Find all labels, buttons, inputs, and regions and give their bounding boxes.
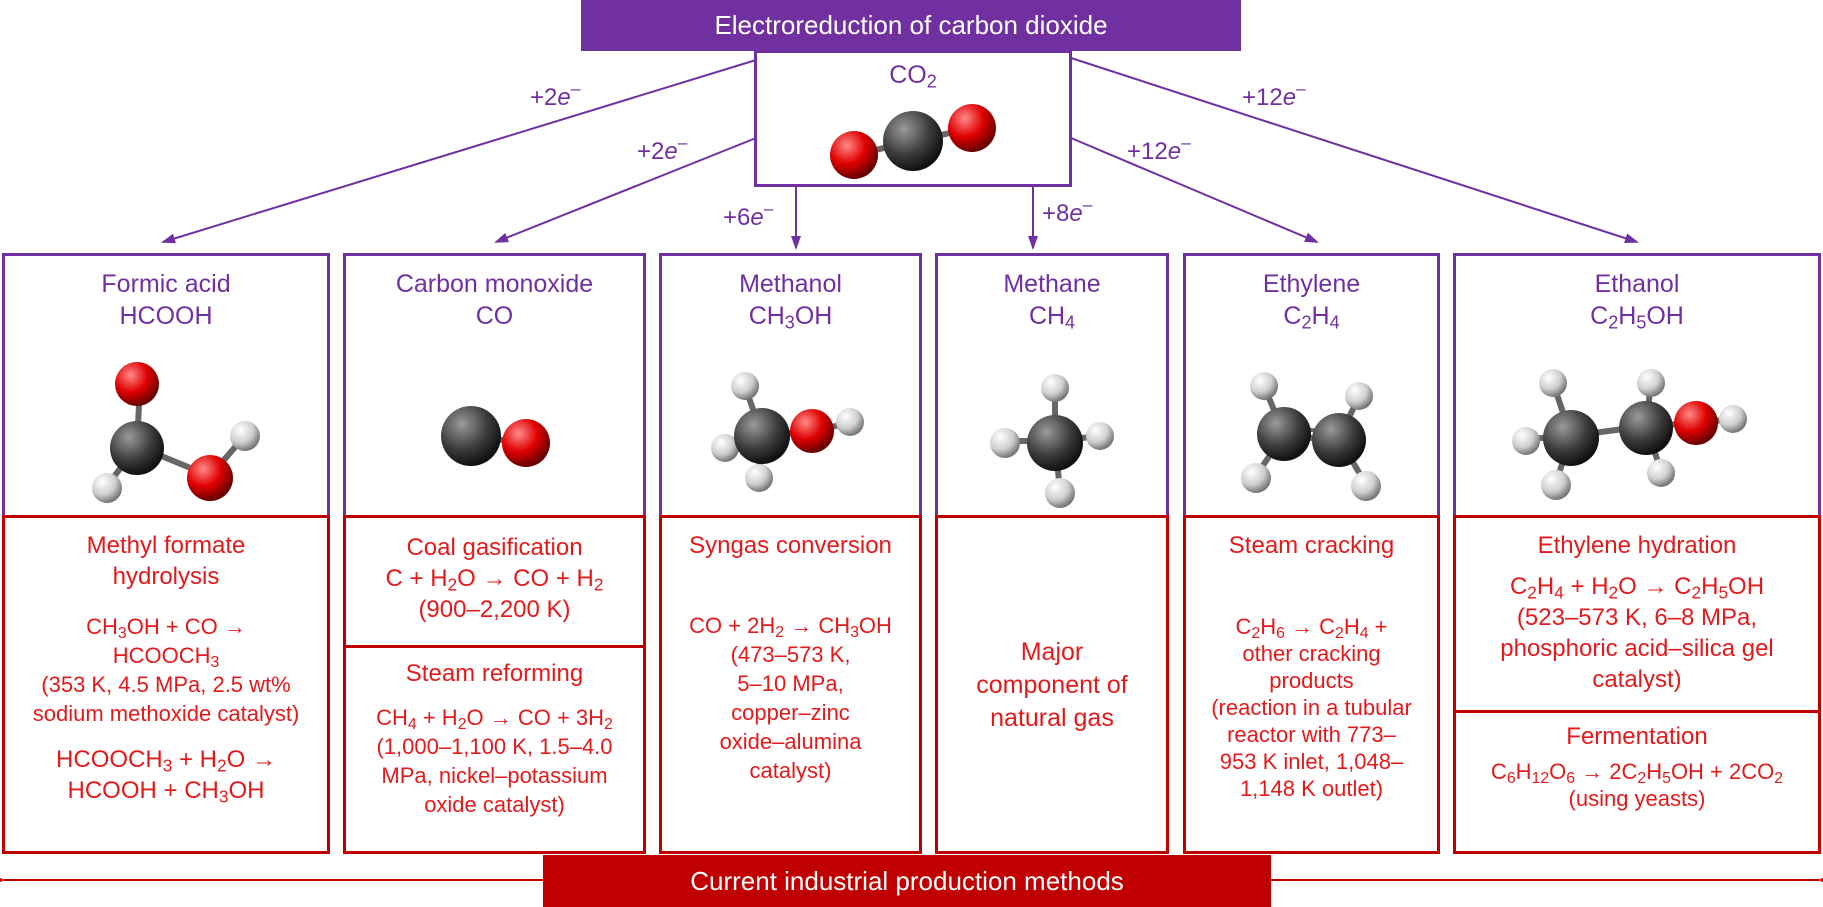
- methanol-molecule-icon: [711, 372, 864, 492]
- diagram-title: Electroreduction of carbon dioxide: [581, 0, 1241, 51]
- product-name: Methane: [1003, 270, 1101, 298]
- method-title: Steam cracking: [1228, 532, 1395, 559]
- product-formula: CH3OH: [748, 302, 833, 333]
- product-formula: C2H4: [1283, 302, 1340, 333]
- method-box-fermentation: Fermentation C6H12O6 → 2C2H5OH + 2CO2 (u…: [1453, 710, 1821, 854]
- method-equation: C + H2O → CO + H2: [385, 565, 604, 595]
- method-description: C2H4 + H2O → C2H5OH (523–573 K, 6–8 MPa,…: [1500, 573, 1774, 693]
- electron-label-methanol: +6e–: [723, 198, 774, 231]
- method-description: Major component of natural gas: [976, 638, 1128, 732]
- product-box-ethanol: Ethanol C2H5OH: [1453, 253, 1821, 518]
- arrow-to-ethanol: [1070, 57, 1639, 244]
- arrow-to-formic-acid: [161, 59, 757, 244]
- arrow-to-carbon-monoxide: [494, 137, 757, 243]
- product-formula: CO: [475, 302, 514, 330]
- electron-label-ethylene: +12e–: [1127, 132, 1191, 165]
- method-conditions: (900–2,200 K): [418, 596, 571, 623]
- product-formula: CH4: [1028, 302, 1076, 333]
- product-box-carbon-monoxide: Carbon monoxide CO: [343, 253, 646, 518]
- method-description: CH4 + H2O → CO + 3H2 (1,000–1,100 K, 1.5…: [376, 705, 613, 817]
- formic-acid-molecule-icon: [92, 362, 260, 503]
- method-box-syngas-conversion: Syngas conversion CO + 2H2 → CH3OH (473–…: [659, 515, 922, 854]
- industrial-methods-label: Current industrial production methods: [543, 855, 1271, 907]
- method-title: Fermentation: [1566, 723, 1708, 750]
- method-box-steam-reforming: Steam reforming CH4 + H2O → CO + 3H2 (1,…: [343, 645, 646, 854]
- method-box-steam-cracking: Steam cracking C2H6 → C2H4 + other crack…: [1183, 515, 1440, 854]
- electron-label-ethanol: +12e–: [1242, 78, 1306, 111]
- carbon-monoxide-molecule-icon: [441, 406, 550, 467]
- product-name: Methanol: [739, 270, 842, 298]
- method-box-ethylene-hydration: Ethylene hydration C2H4 + H2O → C2H5OH (…: [1453, 515, 1821, 713]
- method-box-coal-gasification: Coal gasification C + H2O → CO + H2 (900…: [343, 515, 646, 648]
- product-formula: HCOOH: [119, 302, 213, 330]
- arrow-to-ethylene: [1070, 137, 1319, 243]
- product-name: Formic acid: [101, 270, 231, 298]
- method-title: Steam reforming: [405, 660, 584, 687]
- method-description: CH3OH + CO → HCOOCH3 (353 K, 4.5 MPa, 2.…: [32, 614, 300, 726]
- ethylene-molecule-icon: [1241, 372, 1381, 501]
- electron-label-methane: +8e–: [1042, 194, 1093, 227]
- product-name: Ethylene: [1262, 270, 1361, 298]
- method-box-methyl-formate-hydrolysis: Methyl formate hydrolysis CH3OH + CO → H…: [2, 515, 330, 854]
- methane-molecule-icon: [990, 374, 1114, 508]
- method-title: Methyl formate hydrolysis: [86, 532, 246, 590]
- product-box-methanol: Methanol CH3OH: [659, 253, 922, 518]
- electron-label-carbon-monoxide: +2e–: [637, 132, 688, 165]
- method-title: Ethylene hydration: [1537, 532, 1737, 559]
- ethanol-molecule-icon: [1512, 369, 1747, 500]
- method-box-natural-gas: Major component of natural gas: [935, 515, 1169, 854]
- co2-formula: CO2: [889, 61, 937, 92]
- method-title: Coal gasification: [406, 534, 583, 561]
- product-name: Carbon monoxide: [395, 270, 594, 298]
- product-box-ethylene: Ethylene C2H4: [1183, 253, 1440, 518]
- product-box-methane: Methane CH4: [935, 253, 1169, 518]
- method-equation: HCOOCH3 + H2O → HCOOH + CH3OH: [56, 746, 276, 807]
- product-name: Ethanol: [1594, 270, 1680, 298]
- product-box-formic-acid: Formic acid HCOOH: [2, 253, 330, 518]
- electron-label-formic-acid: +2e–: [530, 78, 581, 111]
- co2-molecule-icon: [830, 104, 996, 179]
- method-description: CO + 2H2 → CH3OH (473–573 K, 5–10 MPa, c…: [689, 613, 892, 783]
- method-description: C6H12O6 → 2C2H5OH + 2CO2 (using yeasts): [1490, 759, 1784, 811]
- method-description: C2H6 → C2H4 + other cracking products (r…: [1211, 614, 1412, 801]
- co2-source-box: CO2: [754, 50, 1072, 187]
- method-title: Syngas conversion: [689, 532, 892, 559]
- product-formula: C2H5OH: [1590, 302, 1684, 333]
